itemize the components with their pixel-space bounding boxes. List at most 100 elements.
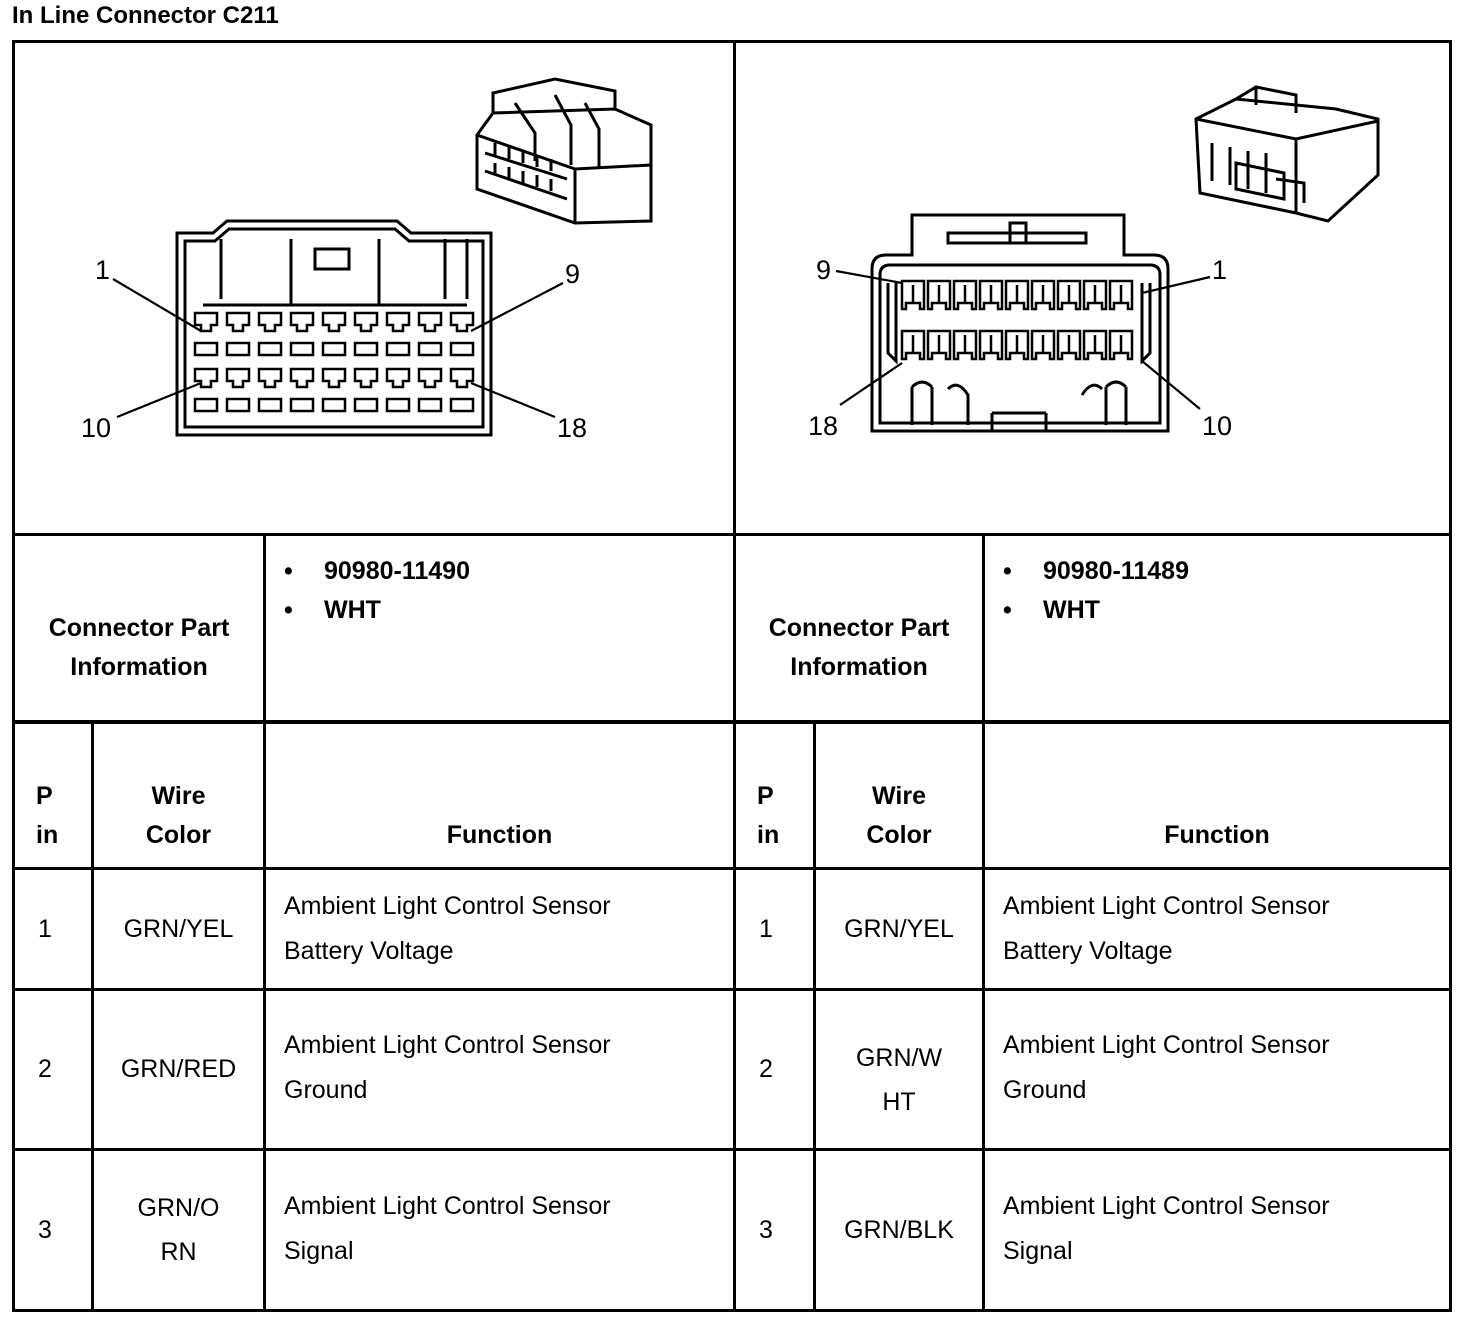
pin-cavity: [1056, 279, 1082, 311]
right-part-color: WHT: [1043, 596, 1100, 624]
row-divider-1: [12, 988, 1452, 991]
row-divider-3: [12, 1309, 1452, 1312]
pin-cavity: [193, 367, 219, 413]
right-pin-label-9: 9: [816, 255, 831, 285]
right-row-3-color: GRN/BLK: [844, 1215, 954, 1244]
pin-cavity: [952, 329, 978, 361]
right-row-1-function: Ambient Light Control Sensor Battery Vol…: [985, 884, 1449, 974]
right-row-1-function-line-1: Ambient Light Control Sensor: [1003, 892, 1330, 920]
pin-cavity: [225, 311, 251, 357]
right-row-2-color-line-1: GRN/W: [855, 1043, 943, 1072]
pin-cavity: [417, 367, 443, 413]
pin-cavity: [289, 311, 315, 357]
right-connector-face: [870, 213, 1170, 433]
pin-cavity: [1004, 329, 1030, 361]
right-row-2-color-line-2: HT: [882, 1087, 916, 1116]
left-pin-label-18: 18: [557, 413, 587, 443]
left-row-1-function-line-1: Ambient Light Control Sensor: [284, 892, 611, 920]
right-row-3-function: Ambient Light Control Sensor Signal: [985, 1184, 1449, 1274]
left-row-2-function: Ambient Light Control Sensor Ground: [266, 1023, 733, 1113]
pin-cavity: [978, 279, 1004, 311]
pin-cavity: [978, 329, 1004, 361]
pin-cavity: [257, 367, 283, 413]
right-part-info-label-line-1: Connector Part: [768, 614, 950, 642]
right-header-pin-line-2: in: [757, 821, 780, 849]
left-part-info-list: •90980-11490 •WHT: [284, 552, 724, 630]
left-header-pin: P in: [36, 777, 58, 855]
header-divider: [12, 867, 1452, 870]
right-row-2-function-line-1: Ambient Light Control Sensor: [1003, 1031, 1330, 1059]
pin-cavity: [1030, 329, 1056, 361]
pin-cavity: [1030, 279, 1056, 311]
pin-cavity: [193, 311, 219, 357]
pin-cavity: [417, 311, 443, 357]
left-row-2-color: GRN/RED: [120, 1055, 237, 1083]
pin-cavity: [385, 367, 411, 413]
left-col-divider-pin: [91, 724, 94, 1312]
pin-cavity: [926, 329, 952, 361]
left-row-1-function: Ambient Light Control Sensor Battery Vol…: [266, 884, 733, 974]
left-row-3-function: Ambient Light Control Sensor Signal: [266, 1184, 733, 1274]
left-row-2-pin: 2: [38, 1055, 52, 1083]
right-part-number: 90980-11489: [1043, 557, 1189, 585]
left-pin-label-10: 10: [81, 413, 111, 443]
right-pin-label-10: 10: [1202, 411, 1232, 441]
pin-cavity: [900, 279, 926, 311]
right-pin-label-1: 1: [1212, 255, 1227, 285]
bullet-icon: •: [1003, 596, 1012, 624]
right-col-divider-function: [982, 536, 985, 1312]
right-pin-label-18: 18: [808, 411, 838, 441]
part-info-divider: [12, 720, 1452, 724]
left-row-1-function-line-2: Battery Voltage: [284, 937, 454, 965]
left-row-3-color: GRN/O RN: [94, 1151, 263, 1309]
right-part-info-label: Connector Part Information: [736, 536, 982, 720]
pin-cavity: [449, 311, 475, 357]
right-header-wire-line-1: Wire: [872, 782, 926, 810]
pin-cavity: [1082, 279, 1108, 311]
pin-cavity: [1108, 329, 1134, 361]
right-row-3-function-line-1: Ambient Light Control Sensor: [1003, 1192, 1330, 1220]
right-row-2-function-line-2: Ground: [1003, 1076, 1087, 1104]
bullet-icon: •: [284, 596, 293, 624]
left-col-divider-function: [263, 536, 266, 1312]
left-row-2-function-line-1: Ambient Light Control Sensor: [284, 1031, 611, 1059]
right-header-wire-line-2: Color: [866, 821, 932, 849]
left-part-info-label-line-1: Connector Part: [48, 614, 230, 642]
left-header-wire-color: Wire Color: [94, 777, 263, 855]
pin-cavity: [289, 367, 315, 413]
right-header-pin-line-1: P: [757, 782, 774, 810]
left-pin-label-9: 9: [565, 259, 580, 289]
right-row-2-color: GRN/W HT: [816, 991, 982, 1148]
right-header-wire-color: Wire Color: [816, 777, 982, 855]
right-row-1-color: GRN/YEL: [844, 914, 954, 943]
pin-cavity: [257, 311, 283, 357]
left-row-1-color: GRN/YEL: [123, 914, 234, 943]
left-header-pin-line-2: in: [36, 821, 59, 849]
left-part-info-label: Connector Part Information: [15, 536, 263, 720]
pin-cavity: [353, 311, 379, 357]
right-row-1-pin: 1: [759, 914, 773, 943]
pin-cavity: [449, 367, 475, 413]
right-row-1-function-line-2: Battery Voltage: [1003, 937, 1173, 965]
right-col-divider-pin: [813, 724, 816, 1312]
pin-cavity: [385, 311, 411, 357]
pin-cavity: [952, 279, 978, 311]
left-row-3-pin: 3: [38, 1215, 52, 1244]
pin-cavity: [1056, 329, 1082, 361]
left-connector-iso-icon: [475, 77, 653, 225]
right-row-2-pin: 2: [759, 1055, 773, 1083]
left-part-info-label-line-2: Information: [70, 653, 208, 681]
pin-cavity: [321, 311, 347, 357]
left-header-wire-line-1: Wire: [151, 782, 206, 810]
left-connector-diagram: 1 9 10 18: [81, 77, 653, 443]
center-divider: [733, 40, 736, 1312]
left-part-number: 90980-11490: [324, 557, 470, 585]
right-row-3-pin: 3: [759, 1215, 773, 1244]
left-row-3-function-line-2: Signal: [284, 1237, 354, 1265]
right-part-info-label-line-2: Information: [790, 653, 928, 681]
pin-cavity: [1108, 279, 1134, 311]
pin-cavity: [353, 367, 379, 413]
right-header-pin: P in: [757, 777, 779, 855]
right-header-function: Function: [1164, 821, 1270, 849]
left-row-2-function-line-2: Ground: [284, 1076, 368, 1104]
